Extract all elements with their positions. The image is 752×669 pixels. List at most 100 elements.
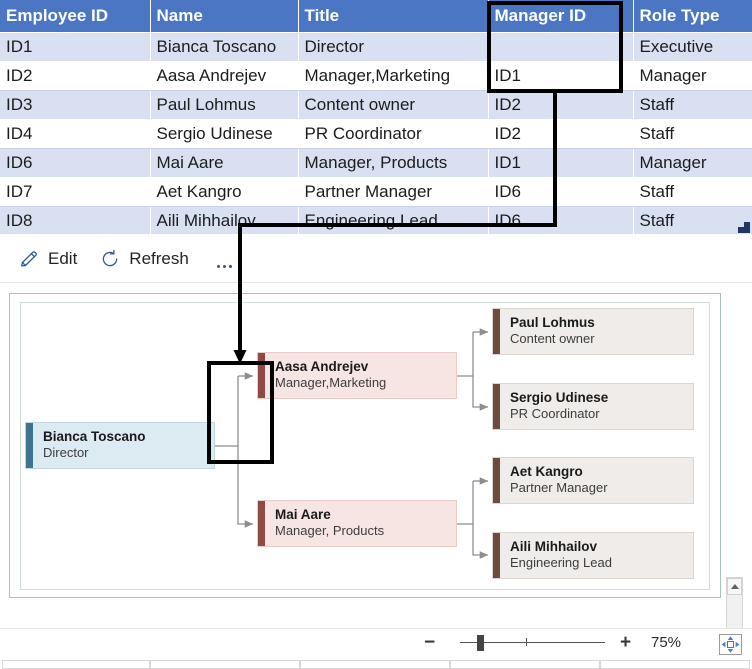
refresh-button-label: Refresh (129, 249, 189, 268)
cell-employee-id[interactable]: ID4 (0, 119, 151, 149)
cell-role-type[interactable]: Manager (633, 61, 752, 91)
org-node-aili-mihhailov[interactable]: Aili Mihhailov Engineering Lead (492, 532, 694, 579)
cell-title[interactable]: Content owner (298, 90, 489, 120)
fit-to-window-icon[interactable] (719, 634, 742, 655)
employee-table: Employee ID Name Title Manager ID Role T… (0, 0, 752, 236)
cell-manager-id[interactable]: ID2 (488, 119, 634, 149)
org-node-name: Aasa Andrejev (275, 359, 369, 374)
org-chart-canvas: Bianca Toscano Director Aasa Andrejev Ma… (0, 284, 752, 669)
cell-title[interactable]: Manager,Marketing (298, 61, 489, 91)
strip-cell[interactable] (300, 660, 450, 669)
org-node-title: Manager, Products (275, 522, 385, 538)
cell-role-type[interactable]: Executive (633, 32, 752, 62)
org-node-name: Aili Mihhailov (510, 539, 598, 554)
org-node-accent-bar (493, 533, 500, 578)
table-resize-handle[interactable] (738, 222, 750, 233)
cell-employee-id[interactable]: ID1 (0, 32, 151, 62)
cell-manager-id[interactable]: ID1 (488, 148, 634, 178)
org-chart-frame: Bianca Toscano Director Aasa Andrejev Ma… (9, 293, 721, 598)
cell-manager-id[interactable] (488, 32, 634, 62)
cell-title[interactable]: Director (298, 32, 489, 62)
table-row[interactable]: ID4 Sergio Udinese PR Coordinator ID2 St… (0, 119, 752, 149)
column-header-role-type[interactable]: Role Type (633, 0, 752, 33)
table-row[interactable]: ID7 Aet Kangro Partner Manager ID6 Staff (0, 177, 752, 207)
org-node-title: Content owner (510, 330, 595, 346)
org-node-name: Bianca Toscano (43, 429, 146, 444)
column-header-manager-id[interactable]: Manager ID (488, 0, 634, 33)
column-header-employee-id[interactable]: Employee ID (0, 0, 151, 33)
org-node-title: Manager,Marketing (275, 374, 387, 390)
pencil-icon (18, 248, 40, 270)
ellipsis-icon[interactable] (216, 246, 232, 272)
cell-manager-id[interactable]: ID6 (488, 206, 634, 236)
org-node-paul-lohmus[interactable]: Paul Lohmus Content owner (492, 308, 694, 355)
table-row[interactable]: ID8 Aili Mihhailov Engineering Lead ID6 … (0, 206, 752, 236)
column-header-name[interactable]: Name (150, 0, 299, 33)
cell-manager-id[interactable]: ID1 (488, 61, 634, 91)
org-node-name: Paul Lohmus (510, 315, 595, 330)
cell-role-type[interactable]: Staff (633, 90, 752, 120)
cell-name[interactable]: Paul Lohmus (150, 90, 299, 120)
edit-button-label: Edit (48, 249, 78, 268)
org-node-bianca-toscano[interactable]: Bianca Toscano Director (25, 422, 215, 469)
org-node-aasa-andrejev[interactable]: Aasa Andrejev Manager,Marketing (257, 352, 457, 399)
org-node-title: Engineering Lead (510, 554, 612, 570)
command-bar: Edit Refresh (0, 236, 752, 283)
refresh-icon (99, 248, 121, 270)
zoom-bar: − + 75% (0, 628, 752, 657)
zoom-slider-thumb[interactable] (477, 635, 484, 651)
employee-table-container: Employee ID Name Title Manager ID Role T… (0, 0, 752, 236)
cell-manager-id[interactable]: ID6 (488, 177, 634, 207)
cell-name[interactable]: Sergio Udinese (150, 119, 299, 149)
cell-role-type[interactable]: Staff (633, 206, 752, 236)
org-node-accent-bar (493, 384, 500, 429)
zoom-out-button[interactable]: − (424, 632, 436, 653)
cell-manager-id[interactable]: ID2 (488, 90, 634, 120)
refresh-button[interactable]: Refresh (99, 248, 189, 270)
table-row[interactable]: ID2 Aasa Andrejev Manager,Marketing ID1 … (0, 61, 752, 91)
org-node-accent-bar (493, 458, 500, 503)
org-node-accent-bar (258, 353, 265, 398)
bottom-sheet-strip (0, 656, 752, 669)
cell-name[interactable]: Aili Mihhailov (150, 206, 299, 236)
org-node-accent-bar (493, 309, 500, 354)
org-node-accent-bar (26, 423, 33, 468)
cell-title[interactable]: PR Coordinator (298, 119, 489, 149)
zoom-in-button[interactable]: + (620, 632, 632, 653)
strip-cell[interactable] (450, 660, 600, 669)
strip-cell[interactable] (600, 660, 750, 669)
cell-employee-id[interactable]: ID6 (0, 148, 151, 178)
org-node-title: PR Coordinator (510, 405, 600, 421)
cell-employee-id[interactable]: ID7 (0, 177, 151, 207)
cell-name[interactable]: Aet Kangro (150, 177, 299, 207)
cell-title[interactable]: Engineering Lead (298, 206, 489, 236)
cell-role-type[interactable]: Staff (633, 119, 752, 149)
cell-name[interactable]: Bianca Toscano (150, 32, 299, 62)
org-node-sergio-udinese[interactable]: Sergio Udinese PR Coordinator (492, 383, 694, 430)
org-node-name: Mai Aare (275, 507, 331, 522)
table-row[interactable]: ID1 Bianca Toscano Director Executive (0, 32, 752, 62)
zoom-slider-tick (526, 638, 527, 646)
cell-name[interactable]: Mai Aare (150, 148, 299, 178)
cell-role-type[interactable]: Staff (633, 177, 752, 207)
cell-employee-id[interactable]: ID8 (0, 206, 151, 236)
table-row[interactable]: ID6 Mai Aare Manager, Products ID1 Manag… (0, 148, 752, 178)
strip-cell[interactable] (2, 660, 150, 669)
zoom-slider-track[interactable] (460, 642, 605, 643)
cell-employee-id[interactable]: ID2 (0, 61, 151, 91)
cell-name[interactable]: Aasa Andrejev (150, 61, 299, 91)
org-node-name: Sergio Udinese (510, 390, 609, 405)
org-node-title: Director (43, 444, 89, 460)
column-header-title[interactable]: Title (298, 0, 489, 33)
org-node-aet-kangro[interactable]: Aet Kangro Partner Manager (492, 457, 694, 504)
strip-cell[interactable] (150, 660, 300, 669)
cell-employee-id[interactable]: ID3 (0, 90, 151, 120)
org-node-mai-aare[interactable]: Mai Aare Manager, Products (257, 500, 457, 547)
cell-role-type[interactable]: Manager (633, 148, 752, 178)
cell-title[interactable]: Manager, Products (298, 148, 489, 178)
cell-title[interactable]: Partner Manager (298, 177, 489, 207)
edit-button[interactable]: Edit (18, 248, 77, 270)
table-row[interactable]: ID3 Paul Lohmus Content owner ID2 Staff (0, 90, 752, 120)
scroll-up-arrow-icon[interactable] (727, 578, 742, 595)
